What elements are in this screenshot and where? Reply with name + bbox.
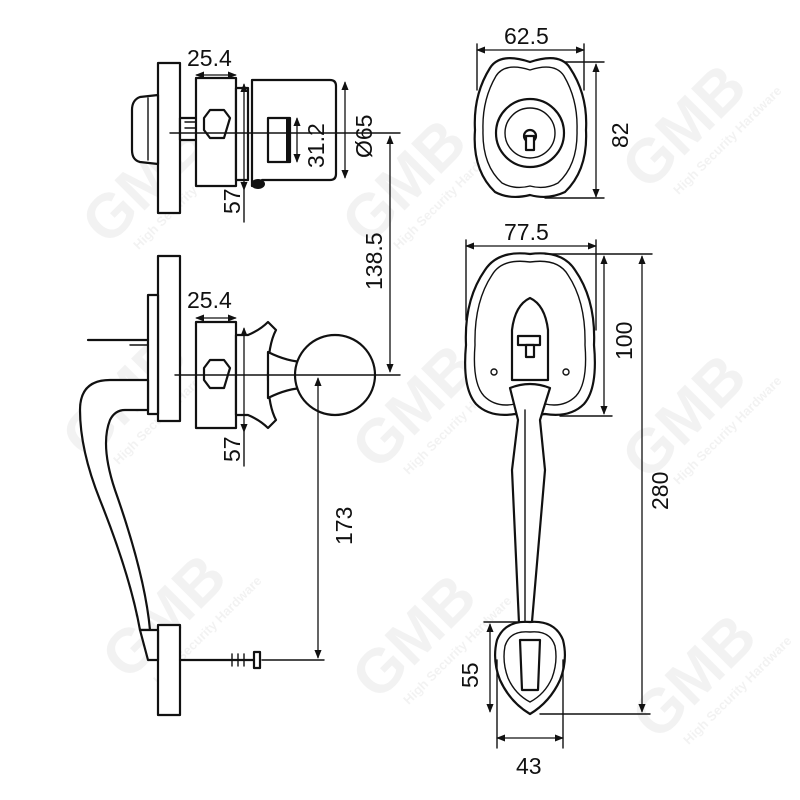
handleset-exterior-plate — [146, 293, 160, 416]
dim-label-plate-width: 77.5 — [504, 219, 549, 245]
dim-label-front-width: 62.5 — [504, 23, 549, 49]
dim-label-knob-to-grip: 173 — [331, 507, 357, 545]
dim-label-backset: 25.4 — [187, 45, 232, 71]
dim-label-plate-height: 100 — [611, 322, 637, 360]
dim-label-backset: 25.4 — [187, 287, 232, 313]
dim-label-total-height: 280 — [647, 472, 673, 510]
dim-label-bottom-width: 43 — [516, 753, 542, 779]
handleset-front-bottom-plate-inner — [503, 631, 557, 703]
handleset-front-grip — [508, 382, 552, 647]
handleset-front-view — [464, 252, 596, 716]
handleset-front-dimensions: 77.5 100 280 55 43 — [457, 219, 673, 779]
handleset-front-screw — [490, 368, 498, 376]
deadbolt-foot — [251, 179, 265, 189]
deadbolt-exterior-cylinder — [130, 93, 160, 166]
dim-label-spacing: 57 — [219, 188, 245, 214]
deadbolt-front-view — [473, 57, 588, 199]
dim-label-cylinder: Ø65 — [351, 115, 377, 158]
dim-label-bolt-height: 31.2 — [303, 123, 329, 168]
handleset-bottom-screw-head — [252, 650, 262, 670]
deadbolt-dimensions: 25.4 31.2 Ø65 57 — [187, 45, 377, 223]
dim-label-spacing: 57 — [219, 436, 245, 462]
handleset-thumb-piece-stem — [524, 343, 536, 359]
deadbolt-front-cylinder-ring — [504, 107, 556, 159]
handleset-spindle-hex — [202, 358, 232, 390]
deadbolt-spindle-hex — [202, 108, 232, 140]
dim-label-front-height: 82 — [607, 122, 633, 148]
deadbolt-exterior-plate — [156, 61, 182, 215]
handleset-bottom-plate — [156, 623, 182, 717]
deadbolt-interior-housing — [234, 86, 250, 182]
handleset-front-screw — [562, 368, 570, 376]
keyhole-slot — [524, 134, 536, 152]
deadbolt-thumbturn-edge — [286, 118, 290, 162]
dim-label-centers: 138.5 — [361, 232, 387, 290]
dim-label-bottom-height: 55 — [457, 662, 483, 688]
handleset-side-dimensions: 25.4 57 173 138.5 — [187, 135, 394, 661]
handleset-bottom-boss — [138, 628, 160, 662]
handleset-thumb-piece — [516, 334, 542, 347]
handleset-front-grip-tip — [518, 638, 542, 692]
handleset-door-plate — [156, 254, 182, 423]
deadbolt-front-dimensions: 62.5 82 — [476, 23, 633, 199]
deadbolt-front-escutcheon-inner — [482, 66, 578, 189]
